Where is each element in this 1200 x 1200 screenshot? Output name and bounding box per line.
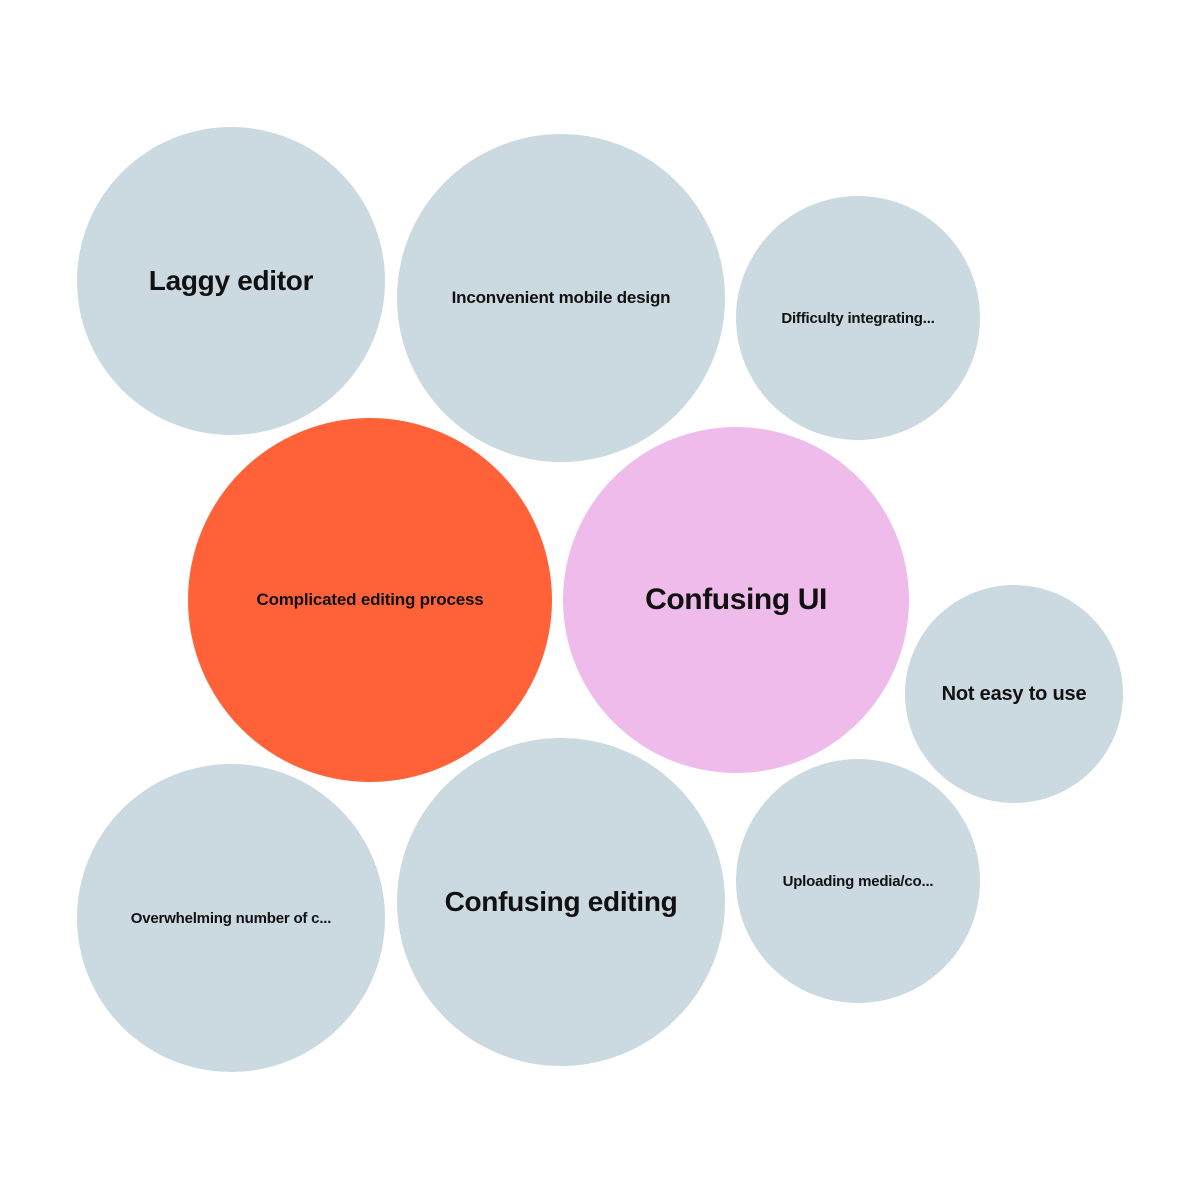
bubble-label: Laggy editor <box>148 265 314 296</box>
bubble-difficulty-integrating[interactable]: Difficulty integrating... <box>736 196 980 440</box>
bubble-overwhelming-number[interactable]: Overwhelming number of c... <box>77 764 385 1072</box>
bubble-label: Not easy to use <box>941 682 1087 705</box>
bubble-label: Inconvenient mobile design <box>451 288 671 307</box>
bubble-confusing-editing[interactable]: Confusing editing <box>397 738 725 1066</box>
bubble-inconvenient-mobile-design[interactable]: Inconvenient mobile design <box>397 134 725 462</box>
bubble-label: Difficulty integrating... <box>781 309 935 327</box>
bubble-label: Confusing editing <box>444 886 678 917</box>
bubble-confusing-ui[interactable]: Confusing UI <box>563 427 909 773</box>
bubble-label: Confusing UI <box>645 583 827 616</box>
bubble-label: Uploading media/co... <box>782 872 934 890</box>
bubble-label: Overwhelming number of c... <box>130 909 332 927</box>
bubble-label: Complicated editing process <box>256 590 484 609</box>
bubble-laggy-editor[interactable]: Laggy editor <box>77 127 385 435</box>
bubble-not-easy-to-use[interactable]: Not easy to use <box>905 585 1123 803</box>
bubble-complicated-editing-process[interactable]: Complicated editing process <box>188 418 552 782</box>
bubble-uploading-media[interactable]: Uploading media/co... <box>736 759 980 1003</box>
